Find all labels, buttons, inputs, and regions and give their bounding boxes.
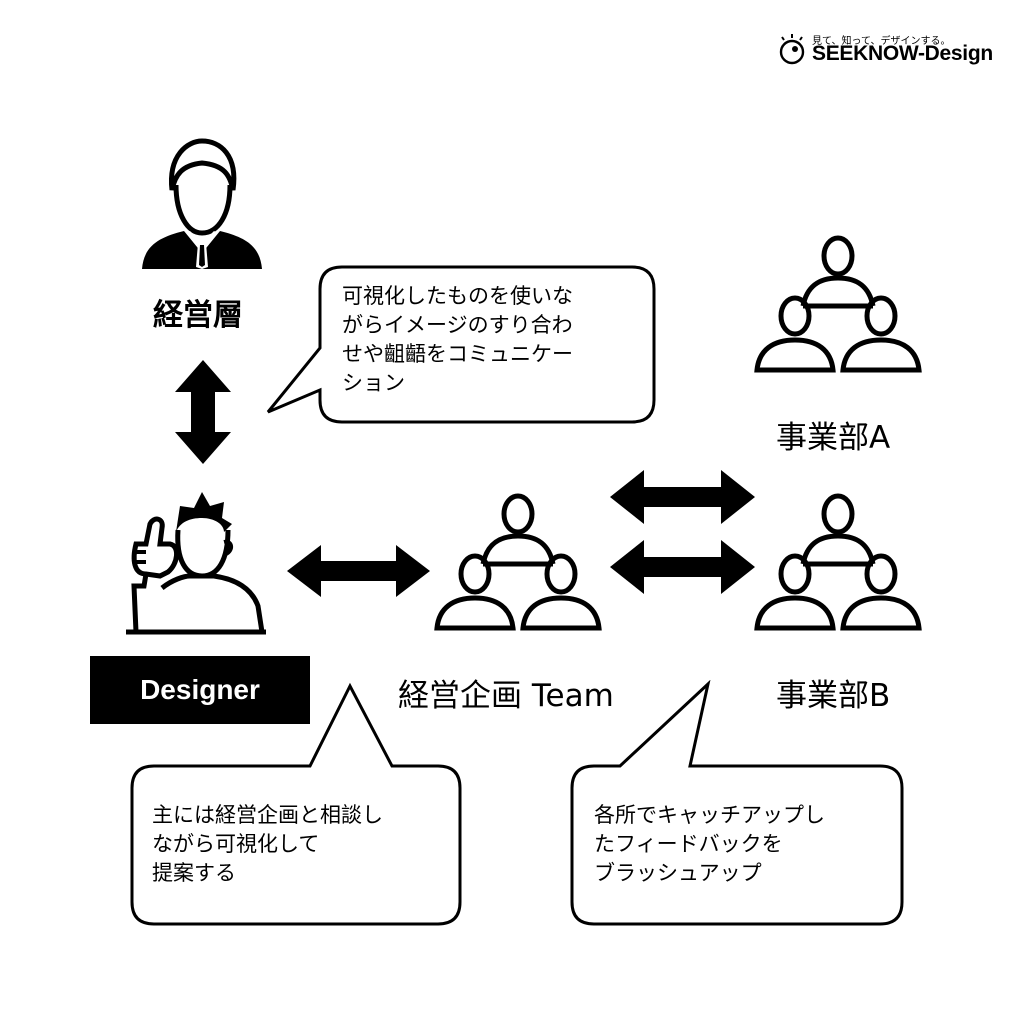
horizontal-double-arrow-lower-icon — [610, 540, 755, 594]
vertical-double-arrow-icon — [175, 360, 231, 464]
speech-bubble-bottom-right — [570, 680, 904, 926]
division-b-label: 事業部B — [776, 678, 891, 714]
designer-label: Designer — [90, 656, 310, 724]
horizontal-double-arrow-icon — [287, 545, 430, 597]
bubble-top-text: 可視化したものを使いな がらイメージのすり合わ せや齟齬をコミュニケー ション — [342, 284, 573, 395]
division-a-label: 事業部A — [776, 420, 891, 456]
planning-team-label: 経営企画 Team — [398, 678, 614, 714]
division-b-group-icon — [754, 493, 922, 631]
executive-person-icon — [142, 138, 262, 269]
executive-label: 経営層 — [153, 298, 243, 333]
division-a-group-icon — [754, 235, 922, 373]
logo-tagline: 見て、知って、デザインする。 — [812, 36, 951, 47]
horizontal-double-arrow-upper-icon — [610, 470, 755, 524]
logo-name: SEEKNOW-Design — [812, 42, 993, 65]
bubble-bottom-left-text: 主には経営企画と相談し ながら可視化して 提案する — [152, 803, 383, 885]
logo-mark-icon — [779, 34, 805, 65]
planning-team-group-icon — [434, 493, 602, 631]
speech-bubble-bottom-left — [130, 682, 462, 926]
designer-person-icon — [126, 492, 266, 635]
bubble-bottom-right-text: 各所でキャッチアップし たフィードバックを ブラッシュアップ — [594, 803, 825, 885]
speech-bubble-top — [266, 265, 656, 424]
